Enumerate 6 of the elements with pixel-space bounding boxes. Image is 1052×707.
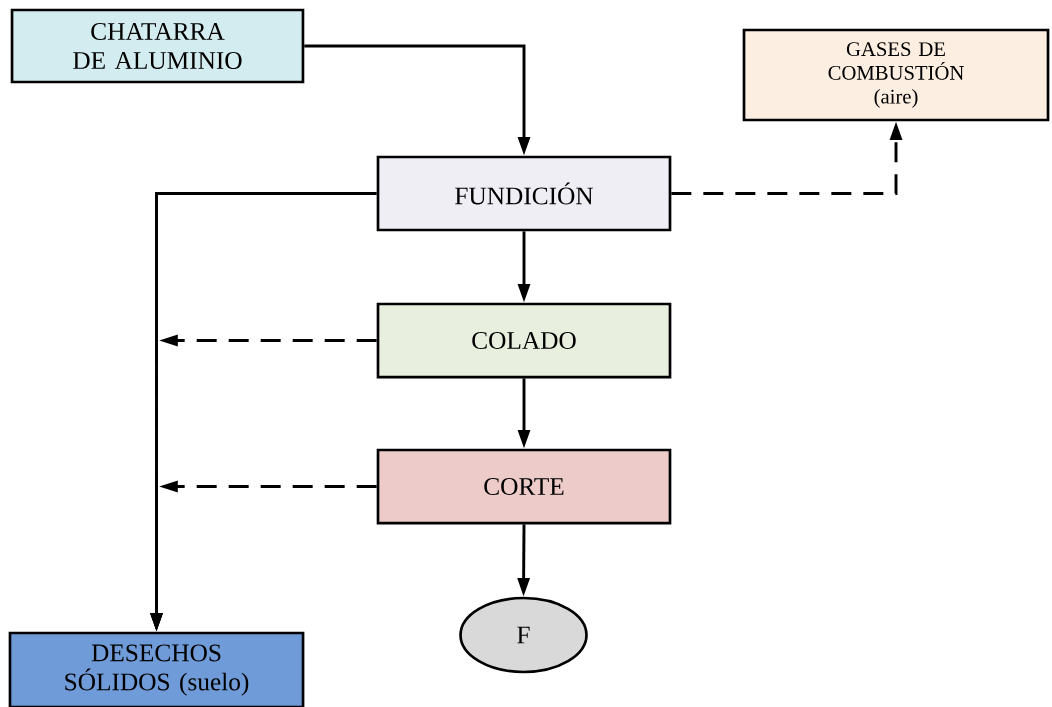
output-box: DESECHOS SÓLIDOS (suelo)	[8, 631, 305, 707]
process-box: CORTE	[376, 448, 672, 525]
output-box: GASES DE COMBUSTIÓN (aire)	[742, 28, 1050, 122]
process-box: CHATARRA DE ALUMINIO	[10, 8, 305, 84]
process-box: COLADO	[376, 302, 672, 379]
process-box: FUNDICIÓN	[376, 155, 672, 232]
